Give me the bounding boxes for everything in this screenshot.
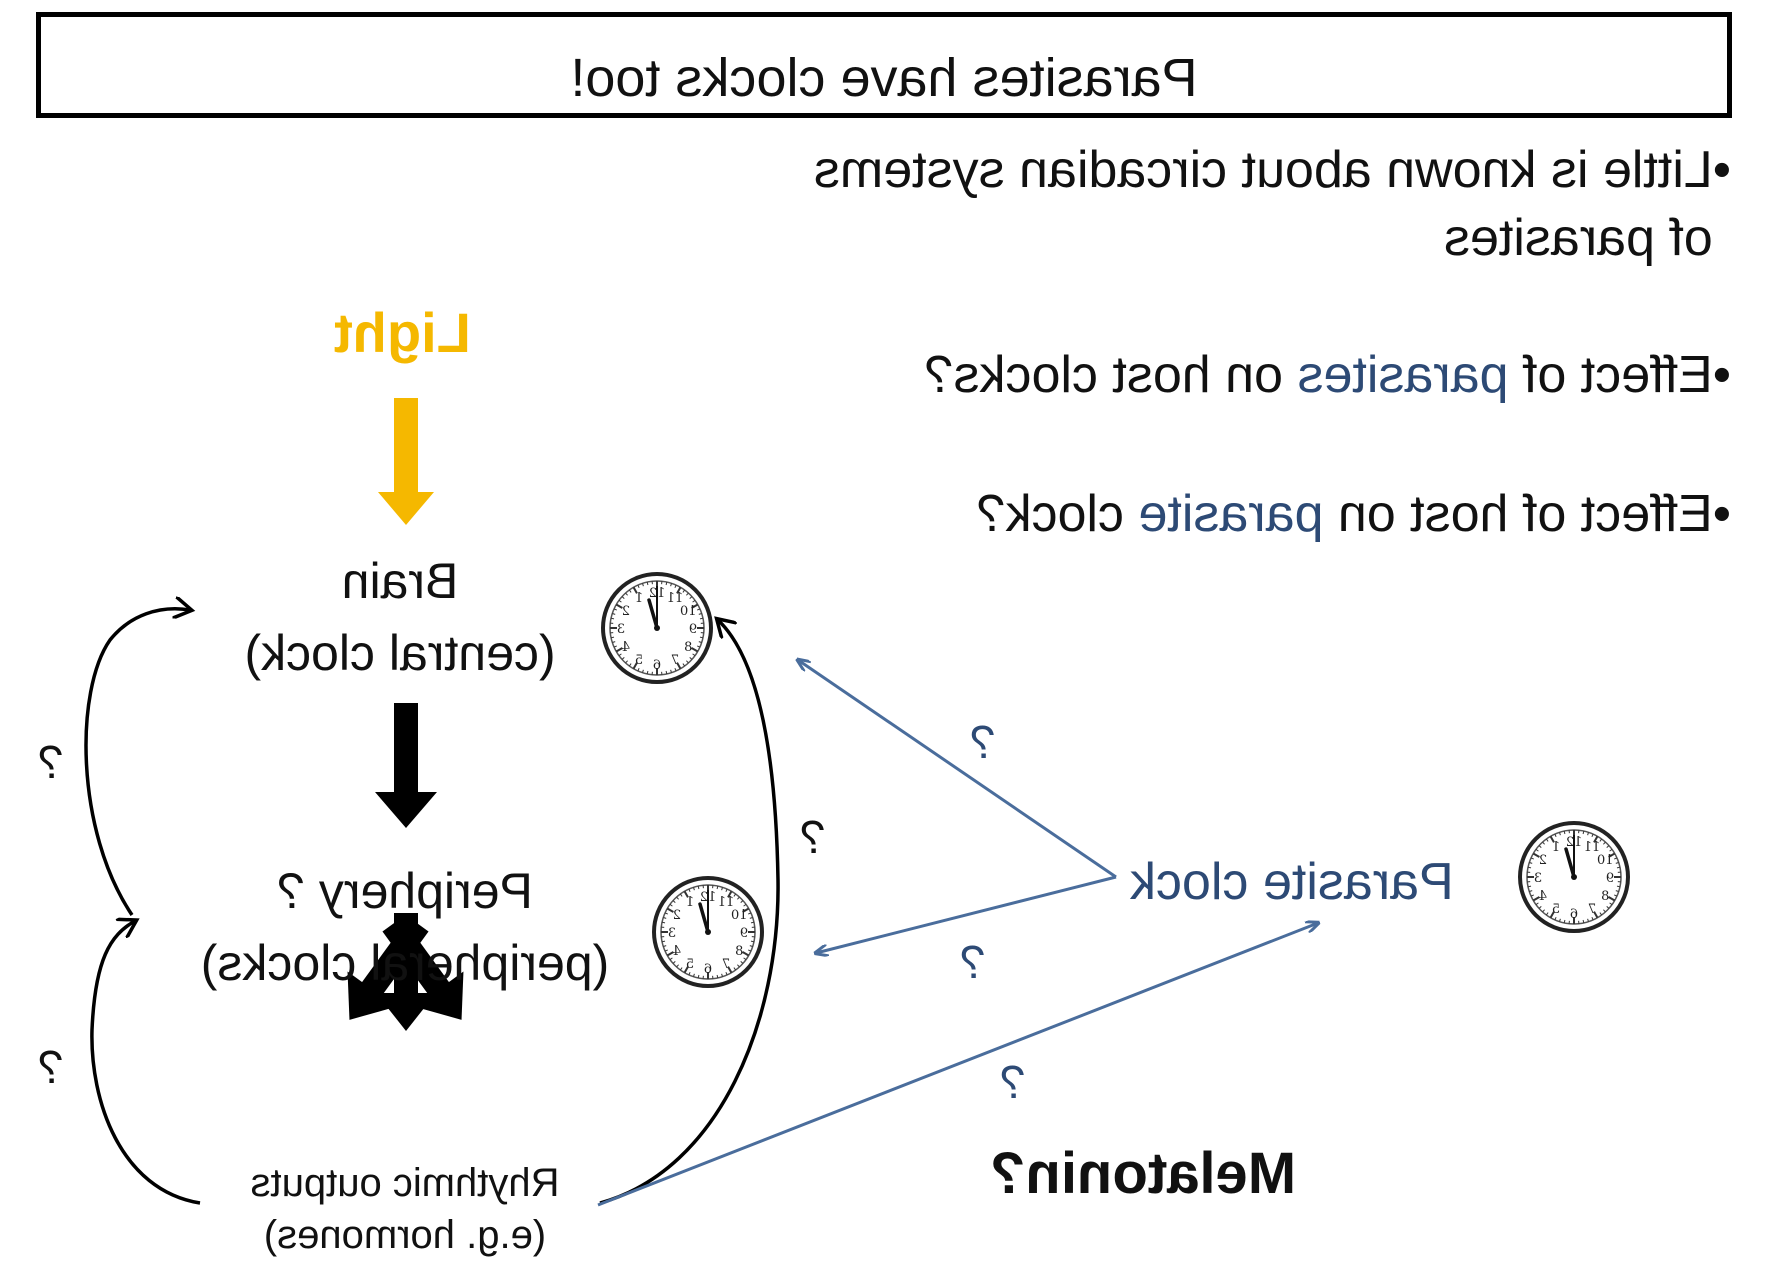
clock-numeral: 7 [671,653,679,668]
question-mark: ? [960,936,986,988]
clock-numeral: 3 [1534,871,1542,886]
clock-hour-hand [647,598,659,630]
brain-sublabel: (central clock) [244,625,556,681]
clock-numeral: 6 [1570,907,1578,922]
clock-numeral: 9 [1606,871,1614,886]
clock-numeral: 5 [686,957,694,972]
melatonin-label: Melatonin? [990,1141,1297,1206]
clock-numeral: 7 [1588,902,1596,917]
parasite-clock-label: Parasite clock [1130,853,1454,911]
clock-numeral: 5 [1552,902,1560,917]
periphery-node: Periphery ? (peripheral clocks) [150,855,660,999]
periphery-to-outputs-arrows [347,913,464,1031]
clock-numeral: 8 [684,640,692,655]
clock-numeral: 5 [635,653,643,668]
title-box: Parasites have clocks too! [36,12,1732,118]
brain-node: Brain (central clock) [190,545,610,689]
outputs-to-parasite-arrow [597,923,1318,1207]
periphery-sublabel: (peripheral clocks) [200,935,610,991]
right-curve-arrow [599,620,780,1205]
light-label: Light [334,301,471,364]
clock-numeral: 9 [740,926,748,941]
clock-numeral: 11 [667,591,684,606]
clock-numeral: 10 [731,908,748,923]
clock-numeral: 8 [1601,889,1609,904]
clock-numeral: 10 [680,604,697,619]
clock-numeral: 2 [622,604,630,619]
left-upper-curve-arrow [84,609,190,916]
clock-numeral: 2 [673,908,681,923]
question-mark: ? [38,1041,64,1093]
clock-numeral: 1 [1552,840,1560,855]
outputs-sublabel: (e.g. hormones) [263,1213,547,1257]
question-mark: ? [38,736,64,788]
left-lower-curve-arrow [90,921,201,1205]
clock-numeral: 8 [735,944,743,959]
clock-numeral: 2 [1539,853,1547,868]
clock-numeral: 1 [686,895,694,910]
periphery-label: Periphery ? [277,863,533,919]
clock-icon: 121234567891011 [652,876,764,988]
clock-hour-hand [698,902,710,934]
question-mark: ? [970,716,996,768]
brain-to-periphery-arrow [375,703,437,828]
clock-numeral: 6 [704,962,712,977]
clock-numeral: 4 [1539,889,1547,904]
clock-numeral: 11 [718,895,735,910]
clock-icon: 121234567891011 [601,572,713,684]
brain-label: Brain [341,553,459,609]
parasite-to-periphery-arrow [816,875,1117,953]
clock-numeral: 7 [722,957,730,972]
outputs-node: Rhythmic outputs (e.g. hormones) [220,1157,590,1261]
clock-numeral: 4 [673,944,681,959]
outputs-label: Rhythmic outputs [250,1161,560,1205]
question-mark: ? [800,811,826,863]
parasite-to-brain-arrow [798,660,1117,879]
clock-numeral: 3 [617,622,625,637]
clock-numeral: 1 [635,591,643,606]
clock-numeral: 11 [1584,840,1601,855]
clock-icon: 121234567891011 [1518,821,1630,933]
clock-hour-hand [1564,847,1576,879]
clock-numeral: 9 [689,622,697,637]
question-mark: ? [1000,1056,1026,1108]
light-arrow [378,398,434,525]
clock-numeral: 6 [653,658,661,673]
clock-numeral: 3 [668,926,676,941]
clock-numeral: 10 [1597,853,1614,868]
clock-numeral: 4 [622,640,630,655]
